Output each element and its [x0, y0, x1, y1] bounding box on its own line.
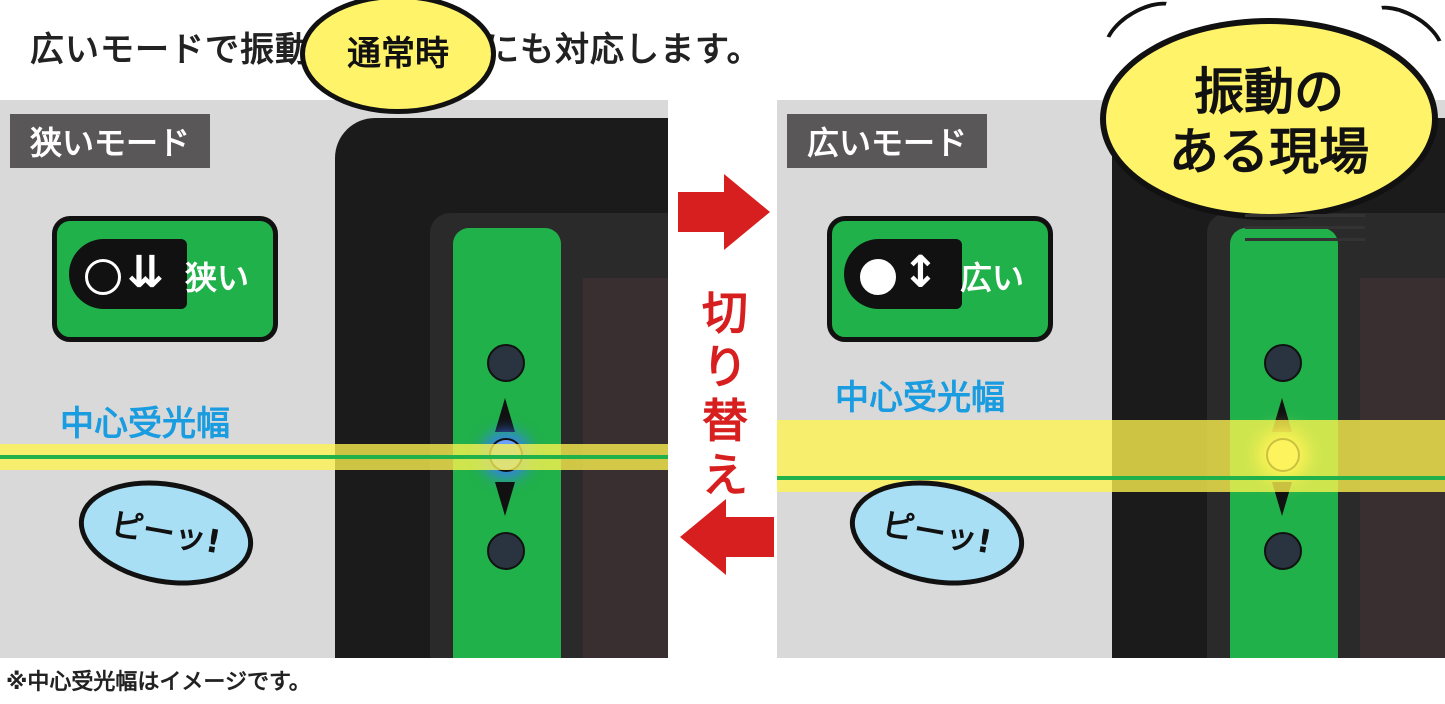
- arrow-head: [724, 174, 770, 250]
- down-arrow-icon: [495, 482, 515, 516]
- footnote: ※中心受光幅はイメージです。: [6, 670, 311, 695]
- mode-label: 狭いモード: [10, 114, 211, 168]
- bubble-line-2: ある現場: [1169, 123, 1369, 181]
- circle-icon: [860, 259, 896, 295]
- badge-text: 広い: [960, 259, 1025, 297]
- lower-indicator-light: [487, 532, 525, 570]
- arrow-shaft: [724, 517, 774, 557]
- circle-icon: [85, 259, 121, 295]
- narrow-mode-badge: ⇊ 狭い: [52, 216, 278, 342]
- arrow-shaft: [678, 192, 726, 232]
- shake-line-icon: [1245, 238, 1365, 241]
- laser-line: [777, 476, 1445, 480]
- upper-indicator-light: [1264, 344, 1302, 382]
- narrow-mode-panel: 狭いモード ⇊ 狭い 中心受光幅 ピーッ!: [0, 100, 668, 658]
- narrow-arrows-icon: ⇊: [127, 247, 164, 298]
- badge-text: 狭い: [185, 259, 250, 297]
- mode-label: 広いモード: [787, 114, 988, 168]
- shake-line-icon: [1245, 214, 1365, 217]
- upper-indicator-light: [487, 344, 525, 382]
- up-arrow-icon: [495, 398, 515, 432]
- arrow-head: [680, 499, 726, 575]
- bubble-line-1: 振動の: [1194, 63, 1344, 121]
- wide-arrows-icon: ↕: [902, 247, 939, 298]
- lower-indicator-light: [1264, 532, 1302, 570]
- badge-cap: ⇊: [69, 239, 187, 309]
- wide-mode-badge: ↕ 広い: [827, 216, 1053, 342]
- normal-time-bubble: 通常時: [300, 0, 496, 114]
- center-detection-band: [777, 420, 1445, 492]
- badge-cap: ↕: [844, 239, 962, 309]
- switch-label: 切り替え: [702, 286, 748, 502]
- beep-bubble: ピーッ!: [70, 467, 262, 599]
- center-width-label: 中心受光幅: [60, 404, 230, 444]
- shake-line-icon: [1245, 226, 1365, 229]
- laser-line: [0, 455, 668, 459]
- receiver-device: [335, 118, 668, 658]
- center-width-label: 中心受光幅: [835, 378, 1005, 418]
- vibration-site-bubble: 振動の ある現場: [1100, 18, 1438, 220]
